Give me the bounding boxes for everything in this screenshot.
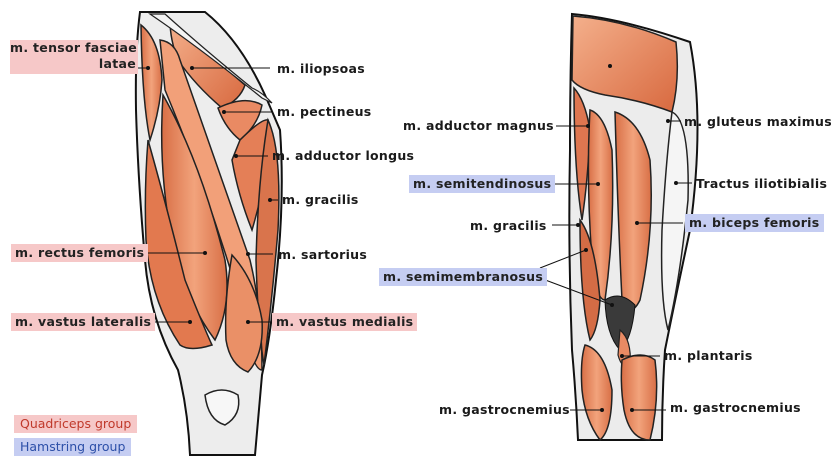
legend-hamstring: Hamstring group	[14, 438, 131, 456]
label-biceps-femoris: m. biceps femoris	[685, 214, 824, 232]
label-tensor-fasciae-latae: m. tensor fasciae latae	[10, 40, 138, 74]
label-adductor-longus: m. adductor longus	[272, 148, 414, 164]
label-tractus-iliotibialis: Tractus iliotibialis	[696, 176, 827, 192]
label-gracilis-anterior: m. gracilis	[282, 192, 359, 208]
label-sartorius: m. sartorius	[278, 247, 367, 263]
label-gracilis-posterior: m. gracilis	[470, 218, 547, 234]
label-gluteus-maximus: m. gluteus maximus	[684, 114, 831, 130]
label-vastus-medialis: m. vastus medialis	[272, 313, 417, 331]
label-pectineus: m. pectineus	[277, 104, 372, 120]
label-vastus-lateralis: m. vastus lateralis	[11, 313, 155, 331]
label-adductor-magnus: m. adductor magnus	[403, 118, 554, 134]
label-semimembranosus: m. semimembranosus	[379, 268, 547, 286]
label-iliopsoas: m. iliopsoas	[277, 61, 365, 77]
label-gastrocnemius-left: m. gastrocnemius	[439, 402, 570, 418]
label-tensor-line-2: latae	[10, 56, 136, 72]
label-gastrocnemius-right: m. gastrocnemius	[670, 400, 801, 416]
label-tensor-line-1: m. tensor fasciae	[10, 40, 136, 56]
label-rectus-femoris: m. rectus femoris	[11, 244, 148, 262]
legend-quadriceps: Quadriceps group	[14, 415, 137, 433]
label-plantaris: m. plantaris	[664, 348, 753, 364]
label-semitendinosus: m. semitendinosus	[409, 175, 555, 193]
